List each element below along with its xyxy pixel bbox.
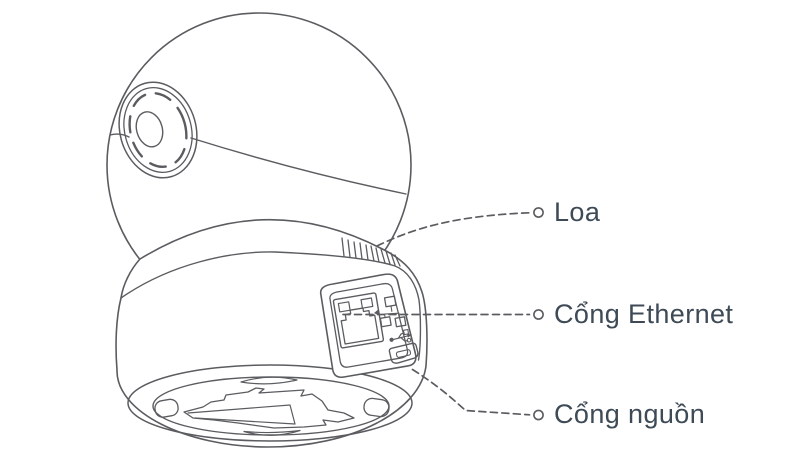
leader-power: [411, 368, 544, 421]
label-power-port: Cổng nguồn: [554, 399, 706, 429]
label-speaker: Loa: [554, 197, 601, 227]
leader-ethernet: [342, 309, 544, 320]
base-body: [115, 218, 428, 448]
mount-bracket-folds: [187, 404, 296, 425]
bottom-slot-top: [240, 376, 298, 385]
callout-leaders: [342, 207, 544, 421]
lens-pupil: [135, 111, 164, 148]
lens-vent-slots: [128, 91, 188, 169]
leader-line-speaker: [376, 211, 530, 247]
bottom-outer-ring: [127, 364, 413, 442]
leader-dot-speaker: [533, 207, 544, 218]
bottom-slot-bottom: [243, 429, 301, 436]
mounting-base-bottom: [127, 364, 413, 442]
label-ethernet-port: Cổng Ethernet: [554, 299, 734, 329]
bottom-foot-left: [154, 398, 179, 418]
speaker-grille: [341, 237, 401, 267]
port-recess-inner: [329, 282, 409, 368]
port-recess-outer: [319, 273, 417, 379]
lens-inner-ring: [123, 87, 193, 173]
leader-dot-power: [533, 409, 544, 421]
lens-outer-ring: [118, 81, 198, 179]
camera-lens: [118, 81, 198, 179]
leader-line-power: [411, 368, 531, 416]
bottom-foot-right: [363, 397, 390, 418]
usb-icon: [389, 328, 412, 343]
ethernet-led-right: [360, 297, 374, 309]
port-panel: [319, 273, 419, 379]
leader-speaker: [376, 207, 544, 247]
leader-dot-ethernet: [533, 309, 544, 320]
mount-bracket-pattern: [183, 387, 355, 429]
ethernet-led-left: [337, 301, 351, 313]
power-port: [388, 342, 419, 364]
head-seam: [190, 137, 407, 195]
ethernet-icon: [373, 295, 407, 328]
camera-base: [115, 218, 428, 448]
